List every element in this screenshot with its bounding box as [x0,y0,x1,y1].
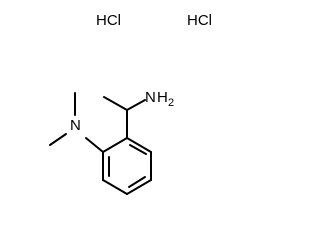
ring-bond-4 [102,179,128,195]
amine-h-label: H [157,89,168,106]
hcl-label-right: HCl [187,12,212,29]
bond-n-methyl-down [49,133,67,146]
ring-double-bond-2 [128,176,146,188]
bond-group [49,92,152,195]
ring-bond-1 [126,137,152,153]
bond-ch-nh2 [126,99,146,111]
amine-nh2-label: N H 2 [145,89,174,109]
amine-n-label: N [145,89,156,106]
dimethyl-n-label: N [70,117,81,134]
ring-bond-3 [126,179,152,195]
ring-bond-6 [102,137,128,153]
bond-methyl-ch [103,96,128,111]
bond-ring-n [85,137,104,153]
chemical-structure: HCl HCl N H 2 N [49,12,212,195]
amine-h-count: 2 [168,97,174,109]
ring-double-bond-1 [129,144,147,155]
hcl-label-left: HCl [96,12,121,29]
